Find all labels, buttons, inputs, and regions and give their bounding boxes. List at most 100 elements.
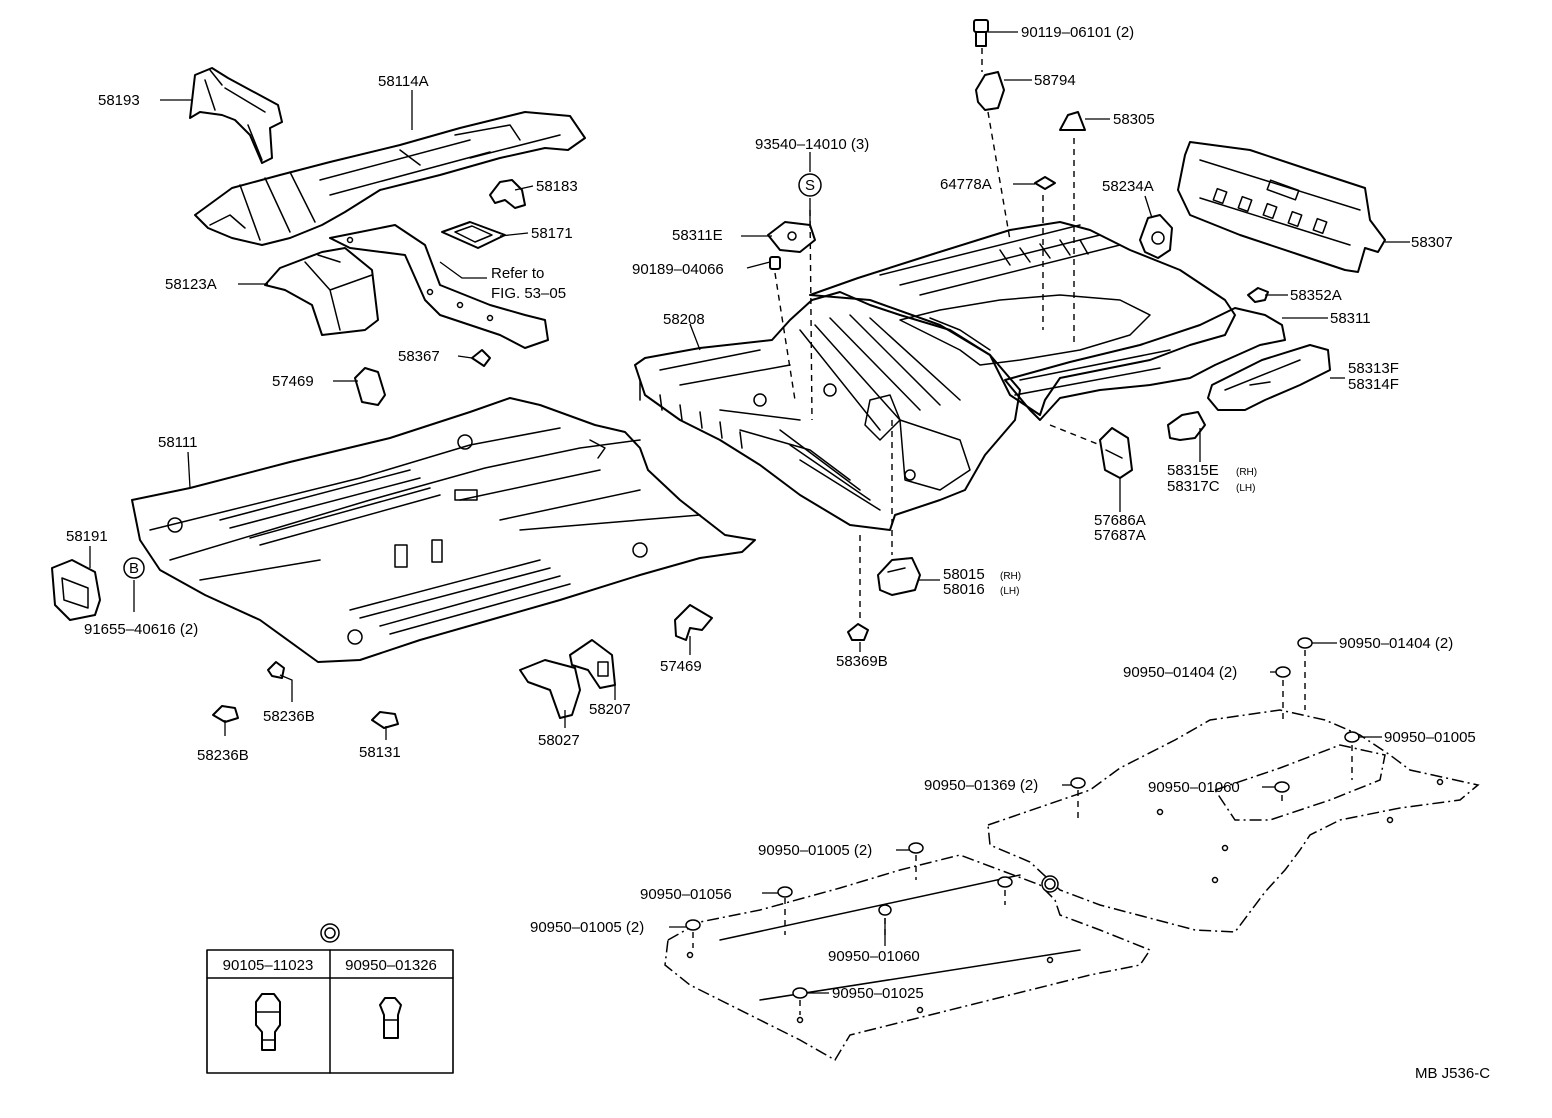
- label-58114A: 58114A: [378, 73, 429, 90]
- label-90119: 90119–06101 (2): [1021, 24, 1134, 41]
- label-90950-01060-b: 90950–01060: [828, 948, 920, 965]
- label-90950-01404-b: 90950–01404 (2): [1123, 664, 1237, 681]
- label-90950-01056: 90950–01056: [640, 886, 732, 903]
- label-91655: 91655–40616 (2): [84, 621, 198, 638]
- label-refer-line2: FIG. 53–05: [491, 285, 566, 302]
- label-58305: 58305: [1113, 111, 1155, 128]
- label-58317C: 58317C: [1167, 478, 1220, 495]
- fastener-caps: [685, 637, 1360, 999]
- label-57687A: 57687A: [1094, 527, 1146, 544]
- part-58236B-a: [267, 661, 285, 679]
- label-57686A: 57686A: [1094, 512, 1146, 529]
- label-58183: 58183: [536, 178, 578, 195]
- label-lh-2: (LH): [1000, 586, 1019, 597]
- label-90950-01060-a: 90950–01060: [1148, 779, 1240, 796]
- label-90950-01005-c: 90950–01005 (2): [530, 919, 644, 936]
- part-58131: [371, 711, 399, 729]
- alignment-lines: [692, 48, 1353, 1015]
- part-58027: [519, 659, 581, 719]
- label-rh-1: (RH): [1236, 467, 1257, 478]
- part-58015: [877, 557, 921, 596]
- part-58352A: [1247, 287, 1269, 303]
- label-58352A: 58352A: [1290, 287, 1342, 304]
- part-58305: [1059, 111, 1086, 131]
- part-rear-floor-mat: [987, 709, 1480, 933]
- part-58311E: [767, 221, 816, 253]
- part-refer-member: [329, 224, 549, 349]
- part-58183: [489, 179, 526, 209]
- label-58314F: 58314F: [1348, 376, 1399, 393]
- part-58307: [1177, 141, 1386, 273]
- label-rh-2: (RH): [1000, 571, 1021, 582]
- part-58123A: [264, 247, 379, 336]
- legend-table: 90105–11023 90950–01326: [206, 923, 454, 1074]
- part-58369B: [847, 623, 869, 641]
- part-58313F: [1207, 344, 1331, 411]
- clip-icon: [379, 997, 402, 1039]
- label-93540: 93540–14010 (3): [755, 136, 869, 153]
- part-57469-a: [354, 367, 386, 406]
- part-57686A: [1099, 427, 1133, 479]
- callout-b: B: [123, 557, 145, 579]
- part-58234A: [1139, 214, 1173, 259]
- label-lh-1: (LH): [1236, 483, 1255, 494]
- part-90119-bolt: [973, 19, 989, 47]
- part-64778A: [1034, 176, 1056, 190]
- label-58367: 58367: [398, 348, 440, 365]
- part-front-floor-mat: [664, 854, 1152, 1062]
- label-58123A: 58123A: [165, 276, 217, 293]
- label-64778A: 64778A: [940, 176, 992, 193]
- label-57469-a: 57469: [272, 373, 314, 390]
- label-58027: 58027: [538, 732, 580, 749]
- label-58111: 58111: [158, 434, 198, 451]
- part-58367: [471, 349, 491, 367]
- label-58236B-a: 58236B: [263, 708, 315, 725]
- part-rear-floor-side: [809, 221, 1236, 416]
- part-58207: [569, 639, 616, 689]
- label-90950-01404-a: 90950–01404 (2): [1339, 635, 1453, 652]
- part-58114A: [194, 111, 586, 246]
- label-58315E: 58315E: [1167, 462, 1219, 479]
- part-58191: [51, 559, 101, 621]
- label-90950-01025: 90950–01025: [832, 985, 924, 1002]
- legend-col-1: 90105–11023: [223, 957, 314, 974]
- part-58111: [131, 397, 756, 663]
- label-90950-01005-a: 90950–01005: [1384, 729, 1476, 746]
- label-58208: 58208: [663, 311, 705, 328]
- part-90189: [769, 256, 781, 270]
- bolt-icon: [255, 993, 281, 1051]
- part-58193: [189, 67, 283, 164]
- label-58015: 58015: [943, 566, 985, 583]
- label-58307: 58307: [1411, 234, 1453, 251]
- label-58311E: 58311E: [672, 227, 723, 244]
- part-58311: [1004, 307, 1286, 421]
- label-58311: 58311: [1330, 310, 1371, 327]
- part-58171: [441, 221, 506, 249]
- label-90189: 90189–04066: [632, 261, 724, 278]
- part-57469-b: [674, 604, 713, 641]
- label-58131: 58131: [359, 744, 401, 761]
- legend-col-2: 90950–01326: [345, 957, 437, 974]
- label-58207: 58207: [589, 701, 631, 718]
- label-58313F: 58313F: [1348, 360, 1399, 377]
- label-58171: 58171: [531, 225, 573, 242]
- part-58794: [975, 71, 1005, 111]
- part-58208: [634, 291, 1021, 531]
- callout-s-letter: S: [805, 177, 815, 194]
- callout-s: S: [798, 173, 822, 197]
- callout-b-letter: B: [129, 560, 139, 577]
- label-57469-b: 57469: [660, 658, 702, 675]
- label-58234A: 58234A: [1102, 178, 1154, 195]
- label-58191: 58191: [66, 528, 108, 545]
- label-58794: 58794: [1034, 72, 1076, 89]
- part-labels: 58193 58114A 58183 58171 58123A Refer to…: [66, 24, 1490, 1082]
- label-58016: 58016: [943, 581, 985, 598]
- label-90950-01369: 90950–01369 (2): [924, 777, 1038, 794]
- label-58236B-b: 58236B: [197, 747, 249, 764]
- label-refer-line1: Refer to: [491, 265, 544, 282]
- leader-lines: [89, 31, 1410, 994]
- part-58236B-b: [212, 705, 239, 723]
- label-90950-01005-b: 90950–01005 (2): [758, 842, 872, 859]
- label-58369B: 58369B: [836, 653, 888, 670]
